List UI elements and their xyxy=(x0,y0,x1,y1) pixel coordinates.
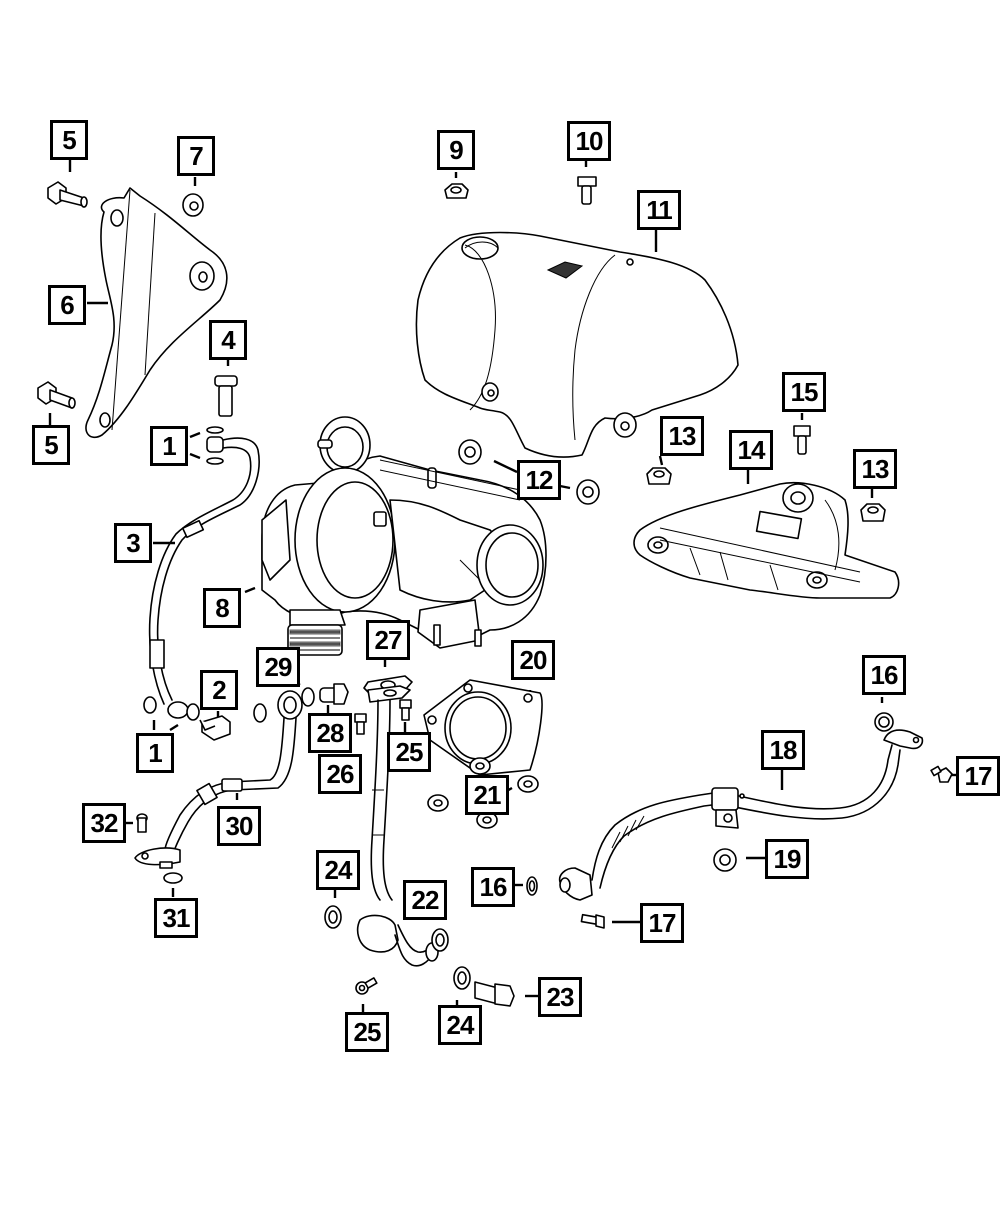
callout-31[interactable]: 31 xyxy=(154,898,198,938)
bolt-part xyxy=(354,713,367,735)
oil-feed-tube-part xyxy=(143,426,260,721)
callout-25[interactable]: 25 xyxy=(387,732,431,772)
coolant-tube-part xyxy=(134,690,303,869)
nut-part xyxy=(427,794,449,812)
gasket-part xyxy=(453,966,471,990)
gasket-part xyxy=(163,872,183,884)
callout-22[interactable]: 22 xyxy=(403,880,447,920)
callout-25[interactable]: 25 xyxy=(345,1012,389,1052)
callout-19[interactable]: 19 xyxy=(765,839,809,879)
bolt-part xyxy=(136,813,148,833)
callout-7[interactable]: 7 xyxy=(177,136,215,176)
callout-3[interactable]: 3 xyxy=(114,523,152,563)
fitting-part xyxy=(319,683,349,705)
turbocharger-part xyxy=(261,416,547,656)
bolt-part xyxy=(37,381,76,409)
callout-6[interactable]: 6 xyxy=(48,285,86,325)
callout-10[interactable]: 10 xyxy=(567,121,611,161)
bolt-part xyxy=(355,977,378,995)
tube-part xyxy=(356,914,439,967)
callout-15[interactable]: 15 xyxy=(782,372,826,412)
nut-part xyxy=(860,503,886,522)
bolt-part xyxy=(930,765,953,783)
callout-20[interactable]: 20 xyxy=(511,640,555,680)
callout-9[interactable]: 9 xyxy=(437,130,475,170)
nut-part xyxy=(576,479,600,505)
nut-part xyxy=(182,193,204,217)
washer-part xyxy=(301,687,315,707)
callout-11[interactable]: 11 xyxy=(637,190,681,230)
heat-shield-upper-part xyxy=(415,231,739,458)
coolant-tube-upper-part xyxy=(558,729,924,901)
callout-13[interactable]: 13 xyxy=(853,449,897,489)
bolt-part xyxy=(793,425,811,455)
bolt-part xyxy=(47,181,88,208)
callout-27[interactable]: 27 xyxy=(366,620,410,660)
callout-5[interactable]: 5 xyxy=(32,425,70,465)
heat-shield-lower-part xyxy=(633,481,900,599)
callout-8[interactable]: 8 xyxy=(203,588,241,628)
callout-1[interactable]: 1 xyxy=(150,426,188,466)
callout-30[interactable]: 30 xyxy=(217,806,261,846)
callout-26[interactable]: 26 xyxy=(318,754,362,794)
nut-part xyxy=(458,439,482,465)
callout-28[interactable]: 28 xyxy=(308,713,352,753)
callout-24[interactable]: 24 xyxy=(316,850,360,890)
callout-14[interactable]: 14 xyxy=(729,430,773,470)
nut-part xyxy=(444,183,469,199)
gasket-part xyxy=(324,905,342,929)
gasket-part xyxy=(526,876,538,896)
bracket-part xyxy=(85,187,228,439)
callout-5[interactable]: 5 xyxy=(50,120,88,160)
gasket-part xyxy=(431,928,449,952)
callout-1[interactable]: 1 xyxy=(136,733,174,773)
bolt-part xyxy=(399,699,412,721)
callout-18[interactable]: 18 xyxy=(761,730,805,770)
banjo-bolt-part xyxy=(474,981,515,1007)
callout-2[interactable]: 2 xyxy=(200,670,238,710)
callout-32[interactable]: 32 xyxy=(82,803,126,843)
callout-16[interactable]: 16 xyxy=(862,655,906,695)
callout-17[interactable]: 17 xyxy=(640,903,684,943)
callout-17[interactable]: 17 xyxy=(956,756,1000,796)
callout-21[interactable]: 21 xyxy=(465,775,509,815)
banjo-bolt-part xyxy=(199,715,231,741)
callout-16[interactable]: 16 xyxy=(471,867,515,907)
bolt-part xyxy=(214,375,238,417)
gasket-part xyxy=(874,712,894,732)
nut-part xyxy=(646,467,672,485)
callout-23[interactable]: 23 xyxy=(538,977,582,1017)
callout-13[interactable]: 13 xyxy=(660,416,704,456)
callout-4[interactable]: 4 xyxy=(209,320,247,360)
callout-24[interactable]: 24 xyxy=(438,1005,482,1045)
callout-29[interactable]: 29 xyxy=(256,647,300,687)
nut-part xyxy=(517,775,539,793)
bolt-part xyxy=(577,176,597,205)
bolt-part xyxy=(580,913,605,929)
callout-12[interactable]: 12 xyxy=(517,460,561,500)
nut-part xyxy=(469,757,491,775)
oil-return-tube-part xyxy=(367,685,411,901)
nut-part xyxy=(713,848,737,872)
exhaust-gasket-part xyxy=(423,679,543,776)
